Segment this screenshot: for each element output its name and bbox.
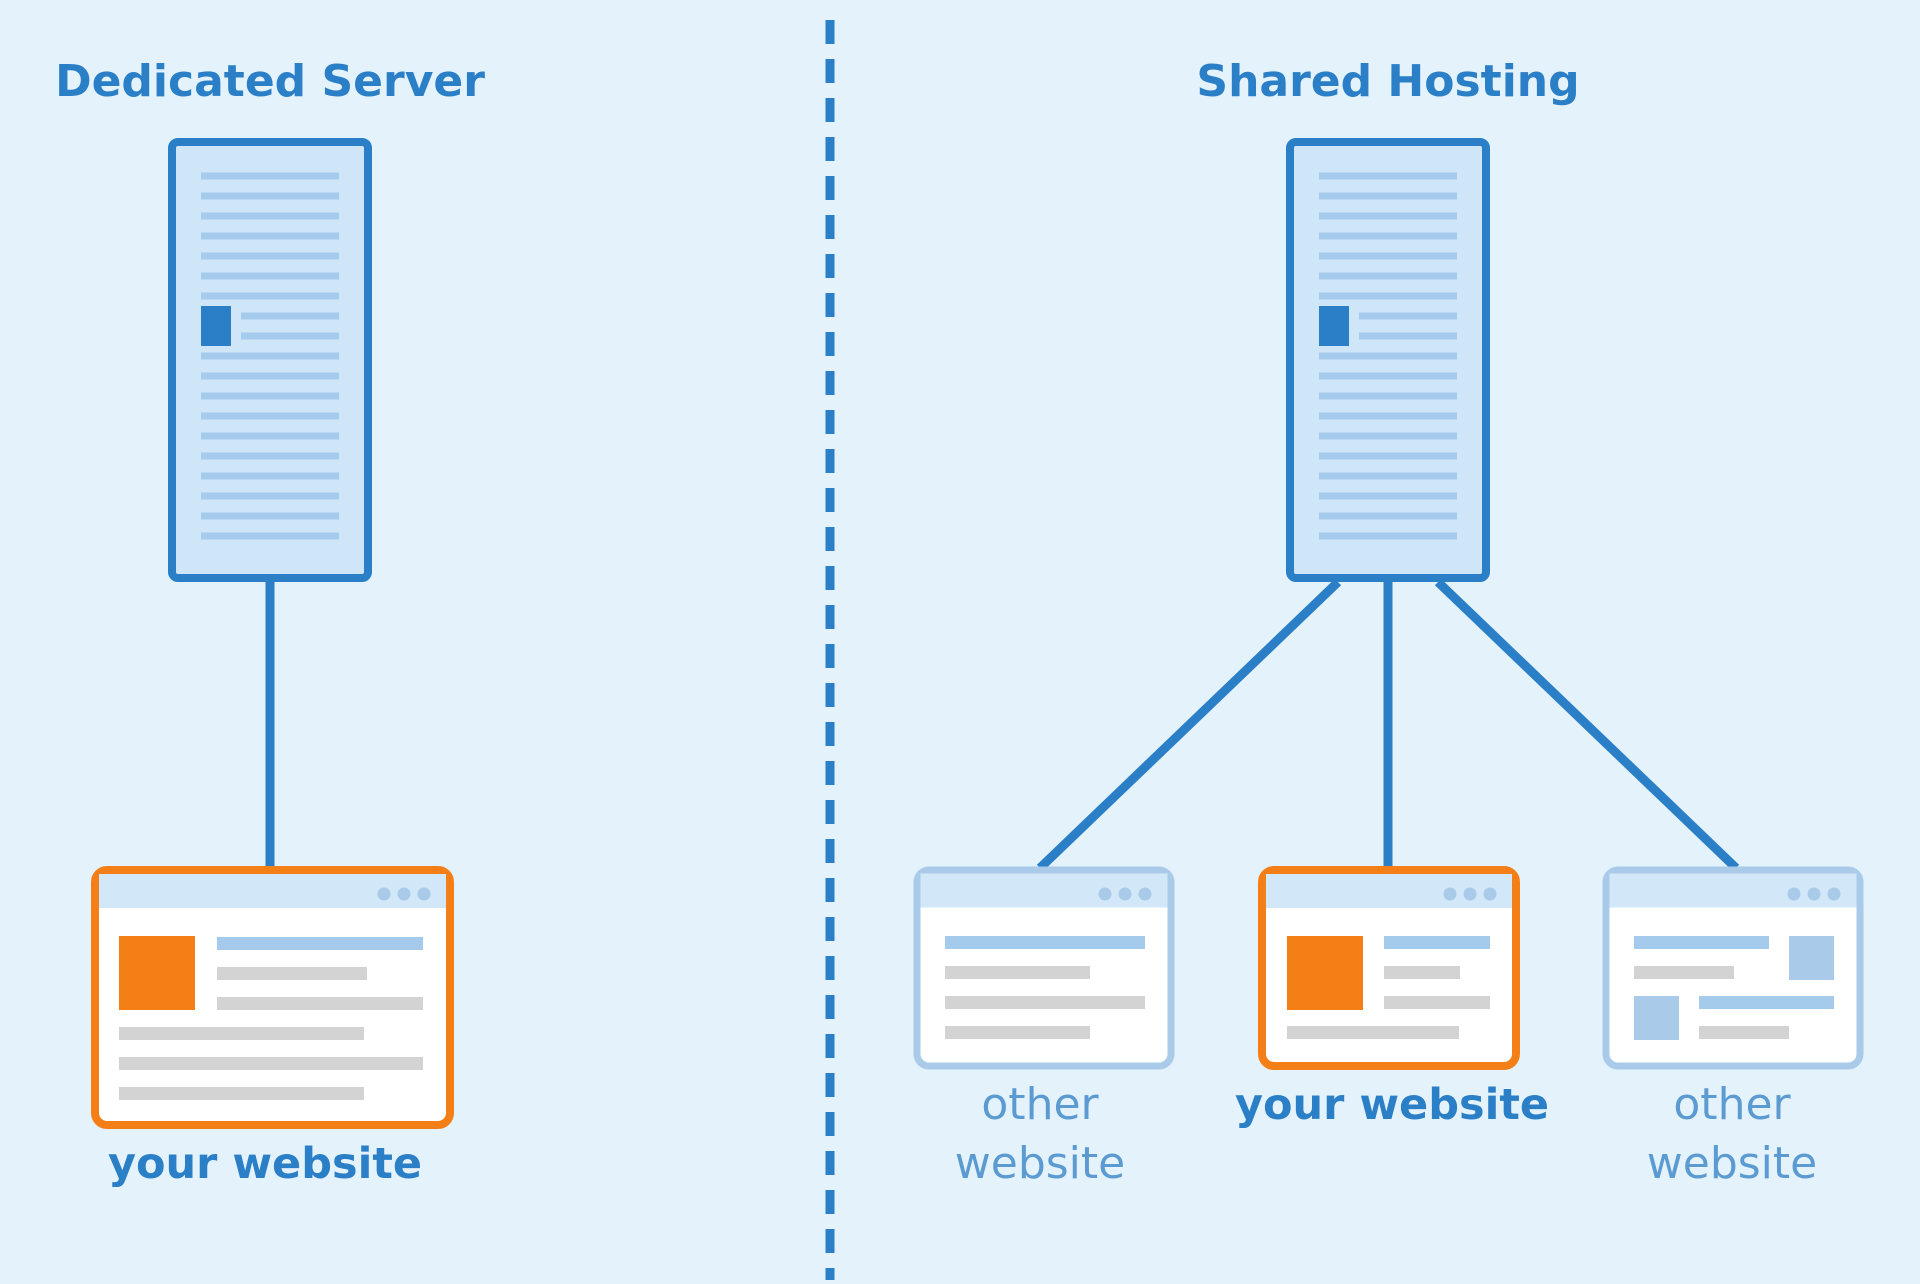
shared-your-website-icon xyxy=(1258,866,1520,1070)
dedicated-your-website-icon xyxy=(91,866,454,1129)
content-text-bar xyxy=(1384,996,1490,1009)
content-text-bar xyxy=(119,1027,364,1040)
browser-dot-icon xyxy=(1098,887,1112,901)
content-text-bar xyxy=(945,996,1145,1009)
shared-your-website-label: your website xyxy=(1235,1080,1549,1130)
shared-right-site-label-line2: website xyxy=(1647,1138,1817,1189)
content-image-block xyxy=(1789,936,1834,980)
browser-dot-icon xyxy=(1787,887,1801,901)
browser-dot-icon xyxy=(377,887,391,901)
server-status-light xyxy=(1319,326,1349,346)
content-text-bar xyxy=(1384,966,1460,979)
dedicated-server-icon xyxy=(168,138,372,582)
browser-dot-icon xyxy=(1138,887,1152,901)
content-text-bar xyxy=(945,1026,1090,1039)
content-image-block xyxy=(119,936,195,1010)
shared-other-website-left-icon xyxy=(913,866,1175,1070)
shared-left-site-label-line1: other xyxy=(981,1079,1099,1130)
content-text-bar xyxy=(119,1087,364,1100)
server-body xyxy=(1286,138,1490,582)
content-heading-bar xyxy=(945,936,1145,949)
browser-dot-icon xyxy=(397,887,411,901)
content-image-block xyxy=(1287,936,1363,1010)
content-text-bar xyxy=(119,1057,423,1070)
server-status-light xyxy=(201,306,231,326)
content-text-bar xyxy=(217,997,423,1010)
content-text-bar xyxy=(1287,1026,1459,1039)
server-status-light xyxy=(1319,306,1349,326)
content-text-bar xyxy=(217,967,367,980)
dedicated-server-title: Dedicated Server xyxy=(55,56,485,107)
server-body xyxy=(168,138,372,582)
browser-dot-icon xyxy=(1463,887,1477,901)
browser-dot-icon xyxy=(1443,887,1457,901)
dedicated-your-website-label: your website xyxy=(108,1139,422,1189)
content-heading-bar xyxy=(1699,996,1834,1009)
content-text-bar xyxy=(1634,966,1734,979)
shared-left-site-label-line2: website xyxy=(955,1138,1125,1189)
browser-dot-icon xyxy=(1807,887,1821,901)
shared-connection-line-right xyxy=(1434,578,1740,872)
browser-titlebar xyxy=(99,874,446,908)
shared-hosting-title: Shared Hosting xyxy=(1196,56,1579,107)
browser-dot-icon xyxy=(1483,887,1497,901)
content-text-bar xyxy=(945,966,1090,979)
shared-other-website-right-icon xyxy=(1602,866,1864,1070)
content-text-bar xyxy=(1699,1026,1789,1039)
content-heading-bar xyxy=(217,937,423,950)
content-image-block xyxy=(1634,996,1679,1040)
shared-connection-line-left xyxy=(1036,578,1342,872)
shared-server-icon xyxy=(1286,138,1490,582)
content-heading-bar xyxy=(1634,936,1769,949)
browser-dot-icon xyxy=(1118,887,1132,901)
server-status-light xyxy=(201,326,231,346)
content-heading-bar xyxy=(1384,936,1490,949)
shared-right-site-label-line1: other xyxy=(1673,1079,1791,1130)
browser-dot-icon xyxy=(1827,887,1841,901)
browser-dot-icon xyxy=(417,887,431,901)
